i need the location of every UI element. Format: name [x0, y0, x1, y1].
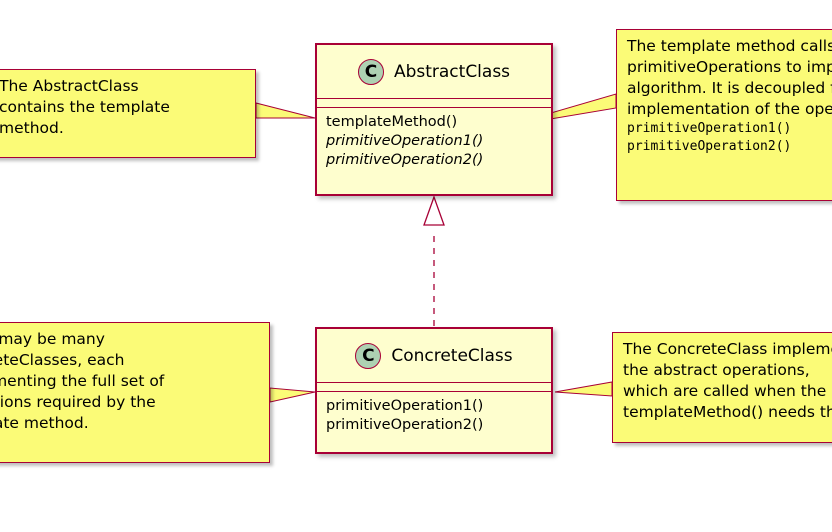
note-line: operations required by the: [0, 393, 156, 411]
note-concrete-left: There may be manyConcreteClasses, each im…: [0, 322, 270, 463]
class-header: C AbstractClass: [317, 45, 551, 99]
note-line: method.: [0, 119, 64, 137]
class-icon: C: [357, 58, 384, 85]
realization-arrowhead: [423, 195, 445, 226]
class-header: C ConcreteClass: [317, 329, 551, 383]
note-line: primitiveOperation2(): [627, 139, 792, 154]
note-line: primitiveOperation1(): [627, 121, 792, 136]
note-concrete-right: The ConcreteClass implements the abstract…: [612, 332, 832, 443]
class-method: primitiveOperation1(): [326, 133, 484, 149]
note-line: implementation of the operations:: [627, 100, 832, 118]
note-line: There may be many: [0, 330, 105, 348]
note-line: The ConcreteClass implements: [623, 340, 832, 358]
class-name: AbstractClass: [393, 61, 511, 82]
class-method: primitiveOperation2(): [326, 152, 484, 168]
class-concrete[interactable]: C ConcreteClass primitiveOperation1()pri…: [315, 327, 553, 454]
note-connector-abstract-left: [255, 102, 316, 119]
note-line: which are called when the: [623, 382, 827, 400]
note-line: The template method calls the: [627, 37, 832, 55]
note-line: the abstract operations,: [623, 361, 810, 379]
class-icon: C: [355, 342, 382, 369]
class-fields-compartment: [317, 99, 551, 108]
note-line: primitiveOperations to implement the: [627, 58, 832, 76]
note-line: ConcreteClasses, each: [0, 351, 125, 369]
note-connector-concrete-right: [554, 381, 613, 397]
note-connector-concrete-left: [269, 387, 316, 403]
note-line: template method.: [0, 414, 89, 432]
note-line: templateMethod() needs them.: [623, 403, 832, 421]
class-method: primitiveOperation2(): [326, 417, 484, 433]
note-line: The AbstractClass: [0, 77, 139, 95]
class-methods-compartment: templateMethod() primitiveOperation1() pri…: [317, 108, 551, 175]
note-line: contains the template: [0, 98, 170, 116]
class-fields-compartment: [317, 383, 551, 392]
class-method: primitiveOperation1(): [326, 398, 484, 414]
class-name: ConcreteClass: [391, 345, 513, 366]
note-abstract-left: The AbstractClass contains the template me…: [0, 69, 256, 158]
class-abstract[interactable]: C AbstractClass templateMethod() primitiv…: [315, 43, 553, 196]
class-method: templateMethod(): [326, 114, 458, 130]
class-methods-compartment: primitiveOperation1() primitiveOperation2…: [317, 392, 551, 440]
note-abstract-right: The template method calls the primitiveOp…: [616, 29, 832, 201]
note-line: implementing the full set of: [0, 372, 165, 390]
note-line: algorithm. It is decoupled from the: [627, 79, 832, 97]
